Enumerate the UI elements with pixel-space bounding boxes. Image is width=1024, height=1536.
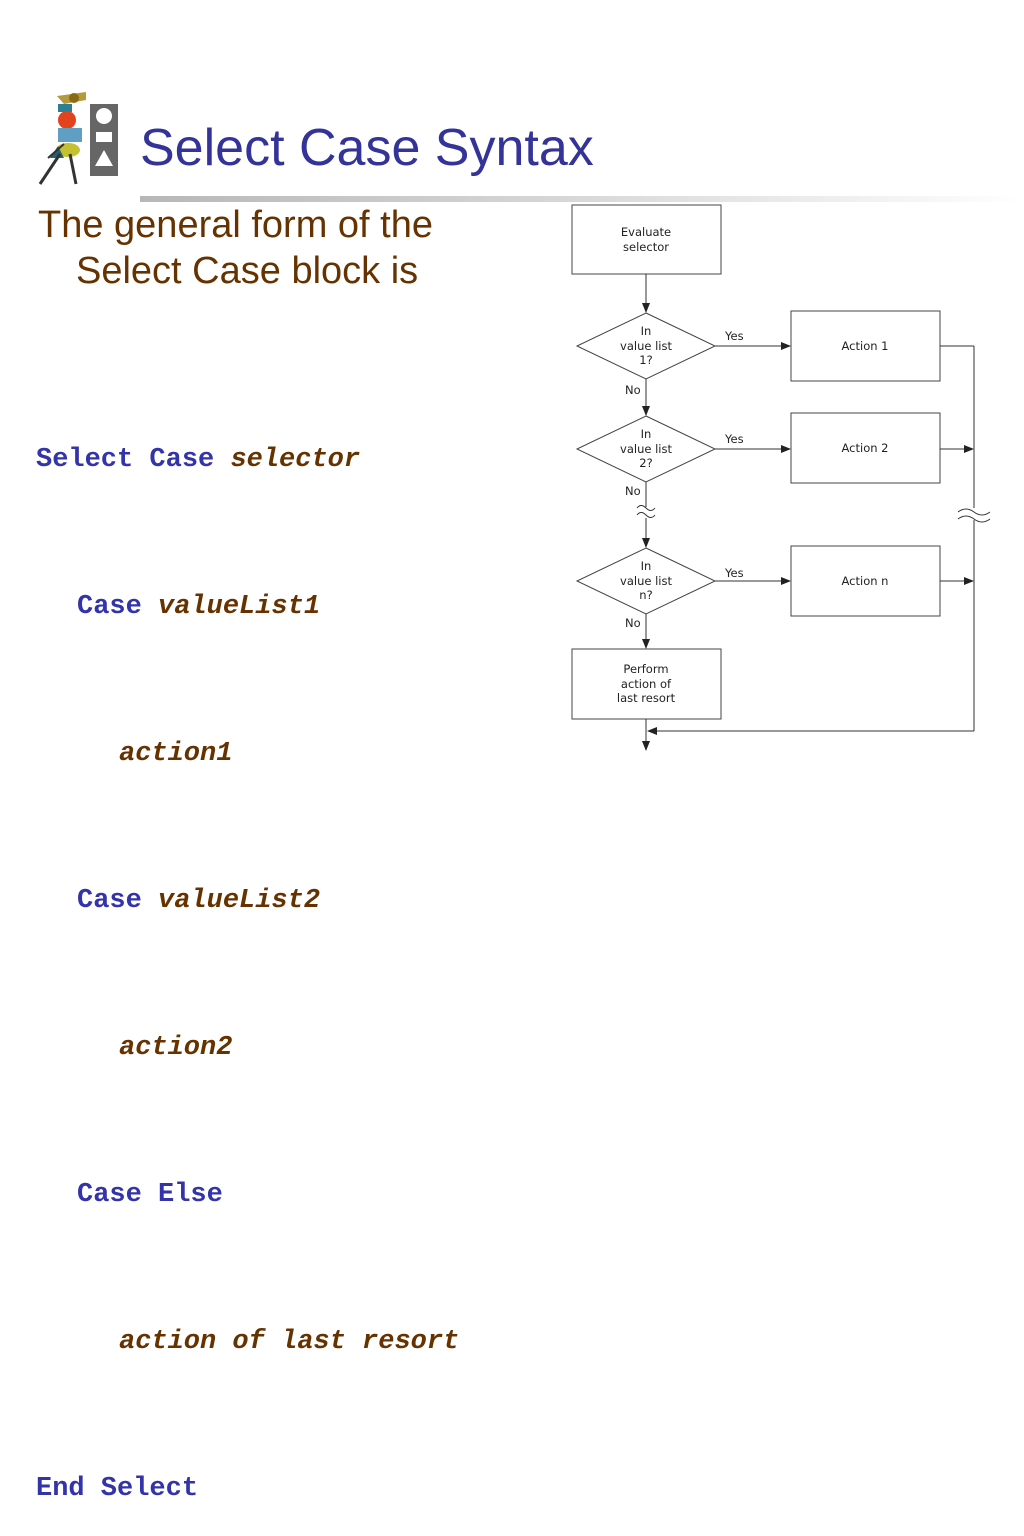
last-resort-line-2: action of xyxy=(621,677,672,691)
no-label-n: No xyxy=(625,616,641,630)
code-variable: valueList1 xyxy=(158,592,321,622)
code-line-3: action1 xyxy=(36,730,459,779)
decision-2-line-1: In xyxy=(641,427,652,441)
no-label-1: No xyxy=(625,383,641,397)
code-keyword: End Select xyxy=(36,1474,199,1504)
decision-2-line-3: 2? xyxy=(639,456,652,470)
slide-title: Select Case Syntax xyxy=(140,119,594,177)
decision-2-line-2: value list xyxy=(620,442,672,456)
yes-label-n: Yes xyxy=(724,566,744,580)
code-keyword: Select Case xyxy=(36,445,215,475)
code-variable: selector xyxy=(230,445,361,475)
action-n-label: Action n xyxy=(842,574,889,588)
decision-1-line-1: In xyxy=(641,324,652,338)
intro-line-2: Select Case block is xyxy=(76,250,419,292)
people-shapes-logo-icon xyxy=(38,92,118,185)
evaluate-line-2: selector xyxy=(623,240,669,254)
code-line-2: Case valueList1 xyxy=(36,583,459,632)
last-resort-line-3: last resort xyxy=(617,691,676,705)
action-2-box xyxy=(790,412,941,484)
last-resort-line-1: Perform xyxy=(623,662,668,676)
decision-n-line-3: n? xyxy=(639,588,652,602)
action-1-label: Action 1 xyxy=(842,339,889,353)
title-divider xyxy=(140,196,1024,202)
action-n-box xyxy=(790,545,941,617)
code-line-7: action of last resort xyxy=(36,1318,459,1367)
select-case-flowchart: Evaluate selector In value list 1? In va… xyxy=(571,204,991,751)
code-keyword: Case xyxy=(77,886,142,916)
intro-line-1: The general form of the xyxy=(38,204,433,246)
code-line-1: Select Case selector xyxy=(36,436,459,485)
code-line-6: Case Else xyxy=(36,1171,459,1220)
code-line-4: Case valueList2 xyxy=(36,877,459,926)
decision-n-line-2: value list xyxy=(620,574,672,588)
action-2-label: Action 2 xyxy=(842,441,889,455)
decision-1-line-2: value list xyxy=(620,339,672,353)
code-variable: action2 xyxy=(119,1033,233,1063)
code-keyword: Case Else xyxy=(77,1180,223,1210)
code-line-8: End Select xyxy=(36,1465,459,1514)
evaluate-line-1: Evaluate xyxy=(621,225,671,239)
code-variable: valueList2 xyxy=(158,886,321,916)
code-line-5: action2 xyxy=(36,1024,459,1073)
code-block: Select Case selector Case valueList1 act… xyxy=(36,338,459,1536)
code-keyword: Case xyxy=(77,592,142,622)
code-variable: action1 xyxy=(119,739,233,769)
last-resort-box xyxy=(571,648,722,720)
yes-label-1: Yes xyxy=(724,329,744,343)
decision-n-line-1: In xyxy=(641,559,652,573)
code-variable: action of last resort xyxy=(119,1327,460,1357)
decision-1-line-3: 1? xyxy=(639,353,652,367)
no-label-2: No xyxy=(625,484,641,498)
yes-label-2: Yes xyxy=(724,432,744,446)
intro-text: The general form of the Select Case bloc… xyxy=(38,202,558,294)
